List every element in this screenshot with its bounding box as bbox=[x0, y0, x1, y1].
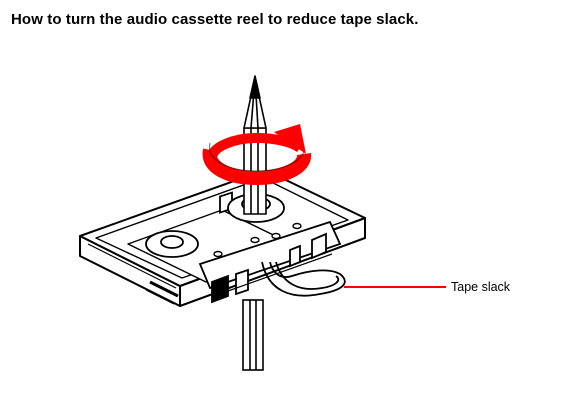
cassette-holes bbox=[213, 222, 302, 258]
tape-slack-label: Tape slack bbox=[451, 280, 511, 294]
cassette-head-area bbox=[198, 191, 342, 304]
tape-slack-loop bbox=[261, 261, 346, 297]
pencil-bottom bbox=[242, 299, 264, 371]
page-title: How to turn the audio cassette reel to r… bbox=[11, 11, 419, 28]
clockwise-rotation-arrow-icon bbox=[202, 124, 311, 186]
pencil-top bbox=[243, 75, 267, 215]
left-reel-hub bbox=[145, 230, 199, 258]
